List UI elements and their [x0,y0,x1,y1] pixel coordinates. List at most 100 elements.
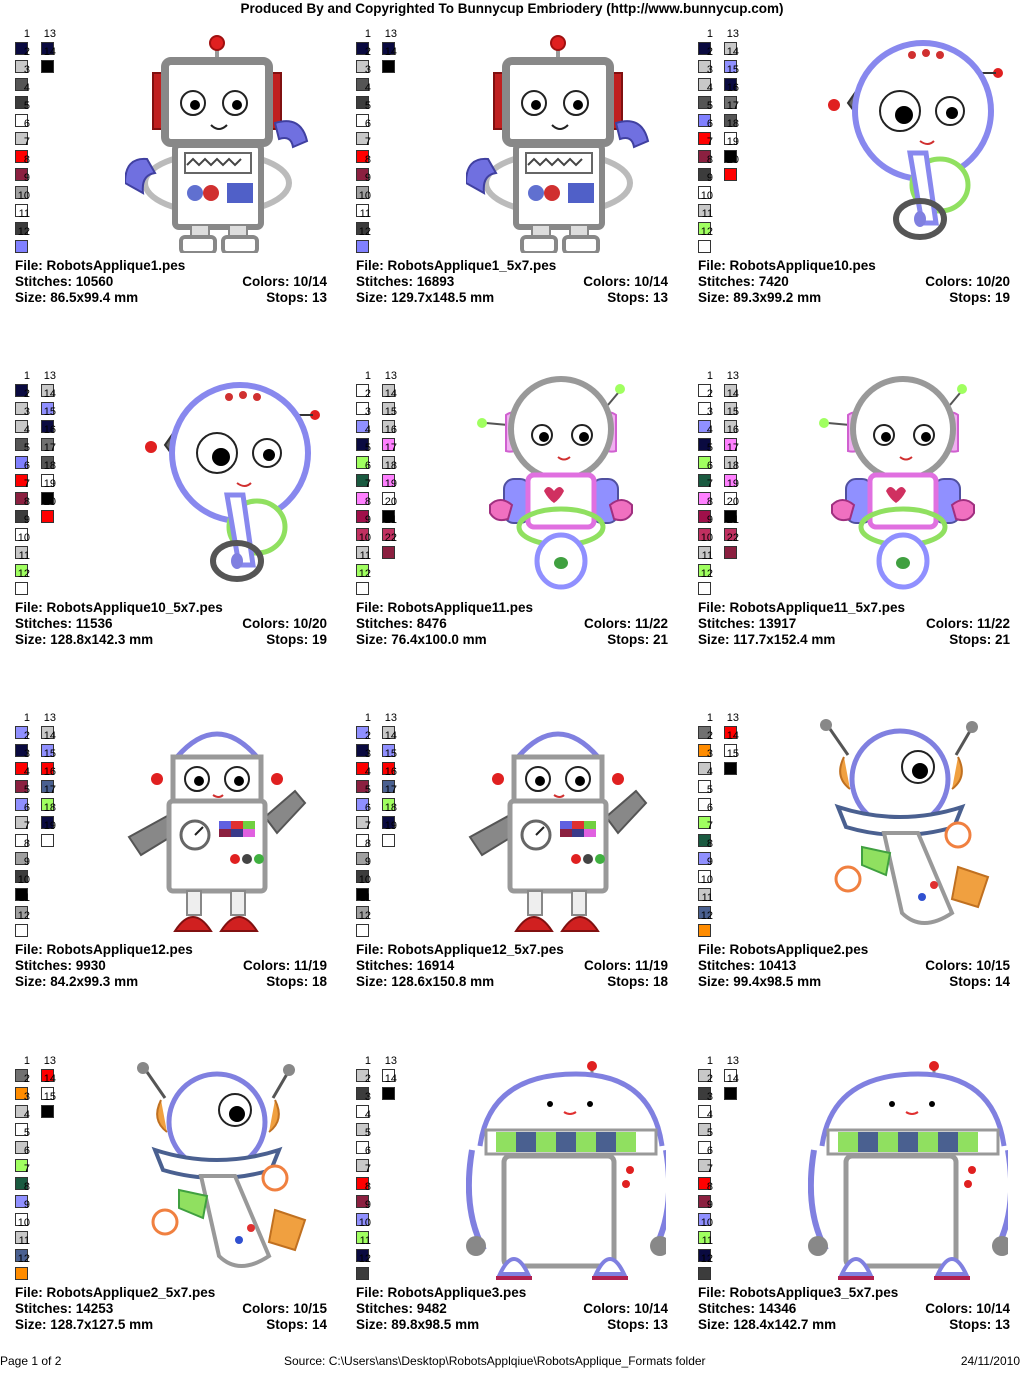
color-swatch [356,924,369,937]
color-count: Colors: 10/15 [242,1301,327,1316]
color-swatch [356,222,369,235]
palette-number: 5 [364,1127,371,1139]
color-swatch [698,96,711,109]
palette-entry: 12 [15,1252,30,1280]
palette-entry: 12 [356,909,371,937]
palette-number: 16 [726,82,739,94]
color-swatch [356,744,369,757]
palette-entry: 8 [15,495,30,523]
palette-number: 18 [726,118,739,130]
palette-entry: 18 [41,459,56,487]
palette-entry: 1 [15,711,30,739]
palette-entry: 14 [724,1072,739,1100]
palette-number: 5 [706,1127,713,1139]
color-swatch [15,474,28,487]
palette-entry: 2 [356,1072,371,1100]
color-swatch [15,456,28,469]
palette-number: 10 [17,532,30,544]
palette-entry: 18 [724,459,739,487]
palette-number: 2 [23,730,30,742]
color-swatch [356,186,369,199]
palette-entry: 6 [15,117,30,145]
color-swatch [356,564,369,577]
color-swatch [41,744,54,757]
color-swatch [356,42,369,55]
robot-roundbot-image [808,33,1008,258]
palette-number: 12 [17,226,30,238]
color-swatch [698,1087,711,1100]
palette-number: 2 [706,1073,713,1085]
color-swatch [15,1249,28,1262]
palette-number: 19 [43,820,56,832]
palette-number: 13 [726,712,739,724]
palette-entry: 8 [15,153,30,181]
color-swatch [698,870,711,883]
palette-number: 4 [364,82,371,94]
color-swatch [698,780,711,793]
color-swatch [356,870,369,883]
palette-entry: 13 [382,27,397,55]
stitch-count: Stitches: 14346 [698,1301,797,1316]
color-swatch [724,528,737,541]
page-header: Produced By and Copyrighted To Bunnycup … [240,1,784,16]
file-name: File: RobotsApplique3_5x7.pes [698,1285,899,1300]
color-swatch [698,582,711,595]
palette-number: 13 [43,370,56,382]
color-swatch [15,852,28,865]
stitch-count: Stitches: 7420 [698,274,789,289]
stop-count: Stops: 21 [607,632,668,647]
palette-entry: 7 [698,477,713,505]
palette-entry: 5 [15,1126,30,1154]
color-swatch [698,168,711,181]
palette-number: 5 [23,442,30,454]
palette-entry: 10 [15,873,30,901]
color-swatch [15,1177,28,1190]
palette-entry: 12 [15,909,30,937]
color-swatch [15,564,28,577]
palette-number: 8 [23,1181,30,1193]
color-swatch [15,96,28,109]
palette-number: 1 [706,28,713,40]
color-swatch [356,1141,369,1154]
color-swatch [382,798,395,811]
palette-number: 2 [23,46,30,58]
design-size: Size: 128.8x142.3 mm [15,632,154,647]
color-swatch [15,1141,28,1154]
color-swatch [15,1195,28,1208]
palette-entry: 15 [382,747,397,775]
palette-entry: 3 [15,747,30,775]
palette-number: 6 [706,460,713,472]
palette-entry: 13 [724,369,739,397]
stop-count: Stops: 13 [607,290,668,305]
color-swatch [356,1177,369,1190]
palette-number: 8 [364,496,371,508]
palette-number: 3 [23,748,30,760]
file-name: File: RobotsApplique10_5x7.pes [15,600,223,615]
color-swatch [698,186,711,199]
color-swatch [15,1123,28,1136]
palette-entry: 6 [15,801,30,829]
palette-entry: 14 [724,387,739,415]
color-swatch [698,906,711,919]
palette-number: 13 [726,1055,739,1067]
palette-number: 10 [17,190,30,202]
color-swatch [724,402,737,415]
palette-entry: 4 [15,423,30,451]
palette-entry: 4 [698,81,713,109]
palette-number: 1 [23,712,30,724]
palette-entry: 22 [724,531,739,559]
palette-number: 1 [706,370,713,382]
palette-number: 8 [364,838,371,850]
palette-entry: 2 [356,387,371,415]
palette-number: 7 [364,1163,371,1175]
design-size: Size: 89.3x99.2 mm [698,290,822,305]
robot-rocketbot-image [125,1060,325,1285]
color-swatch [41,456,54,469]
color-swatch [356,438,369,451]
palette-entry: 9 [15,171,30,199]
palette-number: 9 [706,514,713,526]
